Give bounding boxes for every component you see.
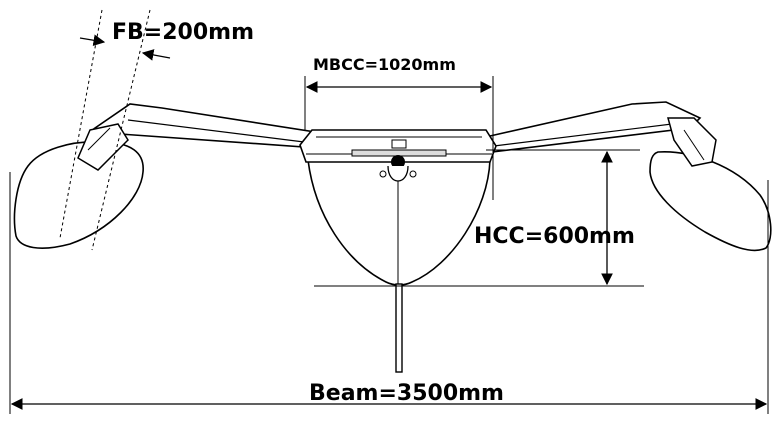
- main-hull: [299, 129, 497, 286]
- right-crossbeam: [489, 101, 717, 167]
- mbcc-dimension: MBCC=1020mm: [304, 55, 494, 200]
- beam-dimension: Beam=3500mm: [9, 172, 769, 414]
- hcc-dimension: HCC=600mm: [314, 149, 644, 287]
- fb-label: FB=200mm: [112, 20, 254, 45]
- hcc-label: HCC=600mm: [474, 224, 635, 249]
- fb-dimension: FB=200mm: [59, 9, 254, 251]
- left-crossbeam: [77, 103, 319, 171]
- beam-label: Beam=3500mm: [309, 381, 504, 406]
- right-float: [649, 151, 772, 252]
- daggerboard: [395, 283, 403, 373]
- mbcc-label: MBCC=1020mm: [313, 55, 456, 74]
